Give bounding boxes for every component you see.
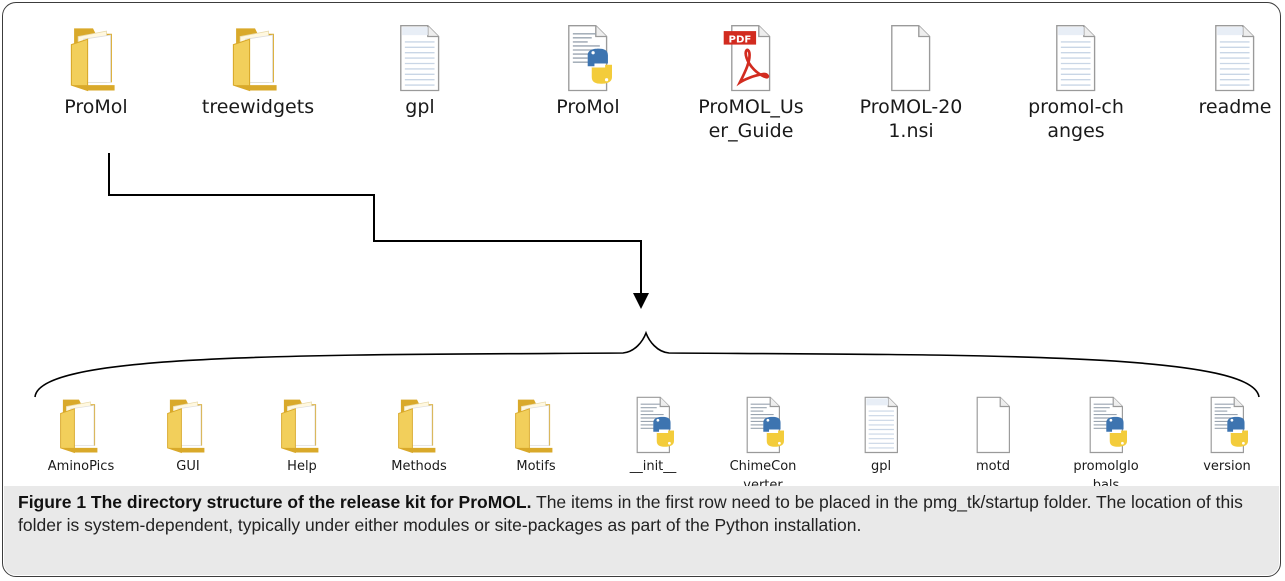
file-item[interactable]: ChimeConverter bbox=[698, 395, 828, 495]
file-label-line: Help bbox=[287, 458, 317, 474]
file-label: gpl bbox=[816, 457, 946, 476]
text-file-icon bbox=[355, 23, 485, 93]
file-label-line: ProMol bbox=[556, 96, 620, 119]
caption-title: Figure 1 The directory structure of the … bbox=[18, 492, 532, 512]
file-item[interactable]: __init__ bbox=[588, 395, 718, 476]
text-file-icon bbox=[1170, 23, 1280, 93]
svg-text:PDF: PDF bbox=[729, 35, 752, 46]
folder-icon bbox=[354, 395, 484, 455]
curly-brace bbox=[34, 330, 1260, 398]
file-label-line: ProMOL-20 bbox=[859, 96, 963, 119]
python-file-icon bbox=[588, 395, 718, 455]
blank-file-icon bbox=[846, 23, 976, 93]
connector-diagram bbox=[34, 153, 1260, 398]
file-item[interactable]: readme bbox=[1170, 23, 1280, 119]
file-label-line: GUI bbox=[176, 458, 200, 474]
file-label-line: er_Guide bbox=[708, 120, 794, 143]
file-label: version bbox=[1162, 457, 1280, 476]
file-item[interactable]: version bbox=[1162, 395, 1280, 476]
file-label: treewidgets bbox=[193, 95, 323, 119]
file-label: motd bbox=[928, 457, 1058, 476]
file-item[interactable]: ProMol bbox=[31, 23, 161, 119]
folder-icon bbox=[193, 23, 323, 93]
file-label-line: promolglo bbox=[1073, 458, 1139, 474]
file-label-line: promol-ch bbox=[1028, 96, 1124, 119]
caption-bar: Figure 1 The directory structure of the … bbox=[4, 486, 1279, 575]
file-item[interactable]: promolglobals bbox=[1041, 395, 1171, 495]
file-label-line: gpl bbox=[405, 96, 435, 119]
file-label-line: anges bbox=[1047, 120, 1105, 143]
blank-file-icon bbox=[928, 395, 1058, 455]
file-label-line: gpl bbox=[870, 458, 892, 474]
file-label: Motifs bbox=[471, 457, 601, 476]
file-item[interactable]: Motifs bbox=[471, 395, 601, 476]
file-label-line: 1.nsi bbox=[888, 120, 934, 143]
file-label-line: readme bbox=[1198, 96, 1272, 119]
file-label-line: Methods bbox=[391, 458, 447, 474]
folder-icon bbox=[471, 395, 601, 455]
file-label: AminoPics bbox=[16, 457, 146, 476]
file-item[interactable]: gpl bbox=[355, 23, 485, 119]
file-item[interactable]: Methods bbox=[354, 395, 484, 476]
file-label: gpl bbox=[355, 95, 485, 119]
connector-line bbox=[108, 153, 642, 294]
file-label-line: treewidgets bbox=[201, 96, 315, 119]
pdf-file-icon: PDF bbox=[686, 23, 816, 93]
file-label: ProMol bbox=[523, 95, 653, 119]
file-label-line: motd bbox=[976, 458, 1010, 474]
file-label: readme bbox=[1170, 95, 1280, 119]
file-item[interactable]: motd bbox=[928, 395, 1058, 476]
folder-icon bbox=[237, 395, 367, 455]
file-item[interactable]: ProMol bbox=[523, 23, 653, 119]
python-file-icon bbox=[523, 23, 653, 93]
folder-icon bbox=[31, 23, 161, 93]
file-label-line: ProMol bbox=[64, 96, 128, 119]
file-label: ProMol bbox=[31, 95, 161, 119]
file-label: Help bbox=[237, 457, 367, 476]
folder-icon bbox=[16, 395, 146, 455]
caption-body: The items in the first row need to be pl… bbox=[18, 492, 1243, 535]
python-file-icon bbox=[698, 395, 828, 455]
text-file-icon bbox=[1011, 23, 1141, 93]
file-label-line: __init__ bbox=[629, 458, 677, 474]
python-file-icon bbox=[1162, 395, 1280, 455]
file-item[interactable]: GUI bbox=[123, 395, 253, 476]
python-file-icon bbox=[1041, 395, 1171, 455]
file-item[interactable]: gpl bbox=[816, 395, 946, 476]
file-item[interactable]: Help bbox=[237, 395, 367, 476]
file-label: __init__ bbox=[588, 457, 718, 476]
file-label-line: version bbox=[1203, 458, 1251, 474]
folder-icon bbox=[123, 395, 253, 455]
text-file-icon bbox=[816, 395, 946, 455]
file-label-line: ChimeCon bbox=[729, 458, 797, 474]
file-label: GUI bbox=[123, 457, 253, 476]
file-label-line: Motifs bbox=[516, 458, 556, 474]
file-item[interactable]: AminoPics bbox=[16, 395, 146, 476]
file-label-line: AminoPics bbox=[47, 458, 115, 474]
file-label-line: ProMOL_Us bbox=[698, 96, 804, 119]
file-item[interactable]: treewidgets bbox=[193, 23, 323, 119]
arrow-head bbox=[633, 293, 649, 309]
file-label: Methods bbox=[354, 457, 484, 476]
figure-caption: Figure 1 The directory structure of the … bbox=[18, 491, 1269, 537]
